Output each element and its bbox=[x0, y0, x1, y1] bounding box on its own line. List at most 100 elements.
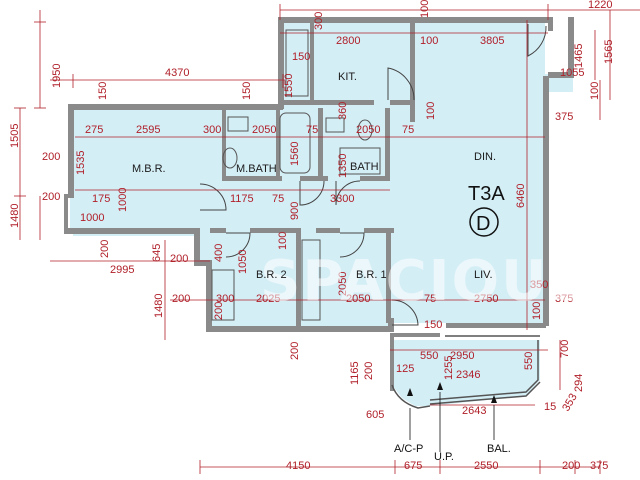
wall bbox=[68, 104, 283, 110]
wall bbox=[206, 260, 212, 332]
dim-label: 1255 bbox=[443, 356, 455, 380]
wall bbox=[360, 176, 390, 181]
wc bbox=[357, 119, 373, 141]
dim-label: 375 bbox=[590, 460, 608, 472]
wall bbox=[276, 108, 280, 180]
wall bbox=[388, 318, 394, 332]
dim-label: 360 bbox=[337, 102, 349, 120]
dim-label: 100 bbox=[425, 102, 437, 120]
wall bbox=[222, 176, 282, 181]
dim-label: 3805 bbox=[480, 35, 504, 47]
fixtures bbox=[211, 29, 381, 321]
wall bbox=[446, 323, 546, 328]
wardrobe bbox=[211, 269, 235, 321]
dim-label: 645 bbox=[151, 244, 163, 262]
dim-label: 150 bbox=[424, 319, 442, 331]
dim-label: 15 bbox=[544, 401, 556, 413]
dim-label: 200 bbox=[172, 293, 190, 305]
wall bbox=[206, 326, 392, 332]
walls bbox=[64, 17, 574, 391]
door-swing bbox=[387, 67, 415, 101]
wall bbox=[390, 100, 415, 105]
dim-label: 200 bbox=[170, 253, 188, 265]
dim-label: 294 bbox=[573, 374, 585, 392]
dim-label: 125 bbox=[396, 363, 414, 375]
dim-label: 150 bbox=[292, 51, 310, 63]
dim-label: 300 bbox=[216, 293, 234, 305]
dimension-labels: 2800 100 3805 1220 4370 150 1055 375 195… bbox=[9, 0, 615, 472]
dim-label: 350 bbox=[530, 279, 548, 291]
wall bbox=[222, 108, 226, 180]
dim-label: 1505 bbox=[9, 124, 21, 148]
wall bbox=[548, 72, 574, 78]
dim-label: 1055 bbox=[560, 67, 584, 79]
wall bbox=[250, 228, 300, 233]
dim-label: 375 bbox=[555, 111, 573, 123]
wall bbox=[68, 104, 74, 198]
bathtub bbox=[279, 112, 311, 174]
dim-label: 2995 bbox=[110, 264, 134, 276]
dim-label: 2550 bbox=[474, 460, 498, 472]
callout-bal: BAL. bbox=[487, 443, 511, 455]
wall bbox=[385, 108, 390, 180]
dim-label: 100 bbox=[277, 232, 289, 250]
dim-label: 75 bbox=[424, 293, 436, 305]
dim-label: 200 bbox=[42, 191, 60, 203]
room-label-br1: B.R. 1 bbox=[356, 269, 387, 281]
dim-label: 100 bbox=[531, 302, 543, 320]
dim-label: 150 bbox=[241, 82, 253, 100]
wall bbox=[390, 333, 394, 391]
dim-label: 4370 bbox=[165, 67, 189, 79]
room-label-mbr: M.B.R. bbox=[132, 163, 166, 175]
dim-label: 1350 bbox=[337, 154, 349, 178]
dimension-lines bbox=[19, 9, 640, 468]
unit-badge: T3A D bbox=[468, 183, 505, 237]
room-labels: KIT. M.B.R. M.BATH BATH DIN. B.R. 2 B.R.… bbox=[132, 71, 496, 281]
dim-label: 1950 bbox=[51, 64, 63, 88]
shower bbox=[339, 147, 381, 175]
dimension-ticks bbox=[14, 4, 601, 474]
dim-label: 1050 bbox=[237, 250, 249, 274]
dim-label: 200 bbox=[99, 240, 111, 258]
dim-label: 1535 bbox=[75, 151, 87, 175]
dim-label: 675 bbox=[404, 460, 422, 472]
wall bbox=[548, 17, 553, 31]
kitchen-counter bbox=[285, 29, 309, 97]
dim-label: 300 bbox=[313, 12, 325, 30]
dim-label: 200 bbox=[562, 460, 580, 472]
wall bbox=[194, 260, 212, 266]
dim-label: 6460 bbox=[515, 184, 527, 208]
room-label-kit: KIT. bbox=[338, 71, 357, 83]
wall bbox=[568, 17, 574, 75]
wall bbox=[543, 76, 549, 326]
dim-label: 353 bbox=[560, 392, 580, 414]
balcony-floor bbox=[392, 340, 540, 406]
dim-label: 2800 bbox=[336, 35, 360, 47]
dim-label: 1560 bbox=[289, 142, 301, 166]
dim-label: 100 bbox=[419, 0, 431, 18]
dim-label: 400 bbox=[213, 244, 225, 262]
dim-label: 2050 bbox=[346, 293, 370, 305]
dim-label: 900 bbox=[289, 202, 301, 220]
door-swing bbox=[391, 299, 419, 326]
dim-label: 1480 bbox=[153, 294, 165, 318]
door-swing bbox=[199, 183, 227, 211]
wall bbox=[210, 228, 226, 233]
dim-label: 200 bbox=[289, 342, 301, 360]
dim-label: 150 bbox=[97, 82, 109, 100]
dim-label: 200 bbox=[213, 302, 225, 320]
dim-label: 1565 bbox=[603, 40, 615, 64]
wall bbox=[386, 228, 391, 323]
basin bbox=[227, 116, 249, 132]
dim-label: 75 bbox=[402, 124, 414, 136]
wall bbox=[318, 108, 323, 180]
wall bbox=[296, 228, 301, 328]
dim-label: 2595 bbox=[136, 124, 160, 136]
wall bbox=[64, 194, 68, 232]
dim-label: 1550 bbox=[283, 74, 295, 98]
dim-label: 2950 bbox=[450, 350, 474, 362]
dim-label: 2050 bbox=[252, 124, 276, 136]
dim-label: 375 bbox=[555, 293, 573, 305]
